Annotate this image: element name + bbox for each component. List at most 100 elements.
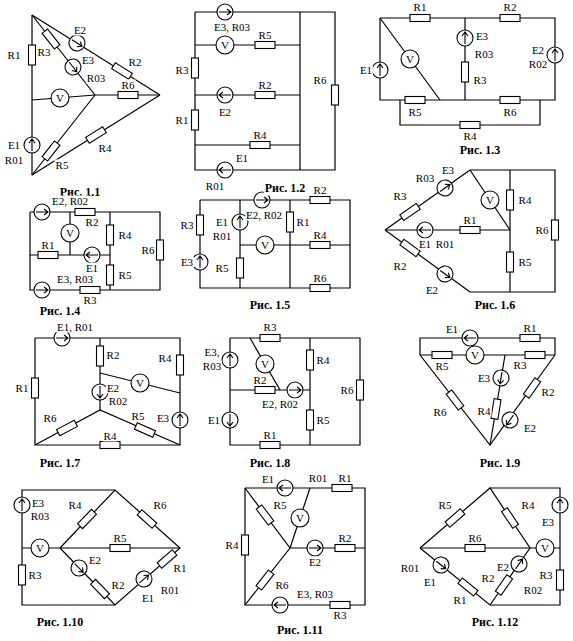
- component-label: R03: [415, 173, 435, 184]
- resistor-symbol: [177, 355, 184, 375]
- resistor-symbol: [242, 535, 249, 555]
- component-label: E3: [156, 413, 170, 424]
- component-label: R4: [68, 500, 83, 511]
- figure-caption: Рис. 1.6: [474, 298, 517, 313]
- resistor-symbol: [557, 570, 564, 590]
- component-label: R3: [28, 570, 43, 581]
- resistor-symbol: [310, 242, 330, 249]
- component-label: R5: [408, 107, 423, 118]
- component-label: R1: [175, 115, 190, 126]
- component-label: R1: [523, 323, 538, 334]
- component-label: R01: [212, 231, 232, 242]
- source-symbol: [217, 87, 233, 103]
- wire: [30, 212, 160, 290]
- resistor-symbol: [507, 190, 514, 210]
- wire: [195, 144, 300, 145]
- component-label: E2: [73, 25, 87, 36]
- resistor-symbol: [134, 423, 155, 438]
- component-label: E3: [81, 55, 95, 66]
- source-symbol: [462, 330, 478, 346]
- wire: [490, 355, 505, 445]
- component-label: R02: [528, 59, 548, 70]
- source-symbol: [552, 497, 568, 513]
- source-symbol: [217, 162, 233, 178]
- component-label: E2, R02: [261, 399, 299, 410]
- voltmeter-symbol: [216, 36, 234, 54]
- component-label: R5: [258, 30, 273, 41]
- component-label: R6: [275, 580, 290, 591]
- meter-label: V: [295, 513, 305, 524]
- component-label: E2: [308, 557, 322, 568]
- resistor-symbol: [86, 127, 107, 144]
- component-label: R3: [37, 47, 52, 58]
- resistor-symbol: [100, 442, 120, 449]
- component-label: R3: [180, 220, 195, 231]
- figure-caption: Рис. 1.7: [39, 456, 82, 471]
- meter-label: V: [65, 228, 75, 239]
- source-arrow: [552, 49, 558, 61]
- voltmeter-symbol: [481, 191, 499, 209]
- source-symbol: [172, 412, 188, 428]
- component-label: E1: [235, 153, 249, 164]
- component-label: R6: [313, 75, 328, 86]
- voltmeter-symbol: [61, 224, 79, 242]
- source-symbol: [457, 30, 473, 46]
- source-arrow: [513, 557, 525, 570]
- component-label: R5: [518, 257, 533, 268]
- source-symbol: [430, 554, 453, 577]
- source-arrow: [309, 545, 321, 551]
- component-label: R01: [4, 155, 24, 166]
- wire: [470, 170, 555, 292]
- component-label: E1: [445, 324, 459, 335]
- component-label: R2: [313, 185, 328, 196]
- source-arrow: [86, 252, 98, 258]
- wire: [35, 410, 180, 445]
- component-label: R5: [113, 533, 128, 544]
- wire: [230, 338, 360, 445]
- component-label: R3: [473, 75, 488, 86]
- source-symbol: [24, 137, 40, 153]
- resistor-symbol: [332, 85, 339, 105]
- resistor-symbol: [458, 578, 478, 596]
- component-label: R2: [258, 80, 273, 91]
- component-label: R5: [215, 263, 230, 274]
- component-label: R6: [433, 407, 448, 418]
- source-arrow: [237, 216, 243, 228]
- source-symbol: [417, 222, 433, 238]
- source-symbol: [84, 247, 100, 263]
- meter-label: V: [260, 359, 270, 370]
- source-symbol: [307, 540, 323, 556]
- component-label: E1: [207, 415, 221, 426]
- component-label: E1: [215, 217, 229, 228]
- component-label: R2: [85, 217, 100, 228]
- component-label: R4: [98, 143, 113, 154]
- component-label: R1: [413, 2, 428, 13]
- component-label: R1: [173, 563, 188, 574]
- component-label: R01: [205, 181, 225, 192]
- resistor-symbol: [137, 510, 157, 529]
- source-symbol: [222, 352, 238, 368]
- component-label: R1: [453, 595, 468, 606]
- source-arrow: [19, 499, 25, 511]
- figure-caption: Рис. 1.2: [264, 181, 307, 196]
- source-arrow: [419, 227, 431, 233]
- component-label: R2: [481, 573, 496, 584]
- resistor-symbol: [91, 579, 110, 598]
- component-label: R5: [435, 361, 450, 372]
- component-label: R4: [158, 353, 173, 364]
- source-arrow: [434, 559, 447, 571]
- component-label: E1: [418, 239, 432, 250]
- figure-caption: Рис. 1.3: [459, 143, 502, 158]
- resistor-symbol: [256, 570, 274, 590]
- source-arrow: [29, 139, 35, 151]
- source-arrow: [497, 372, 505, 385]
- source-symbol: [508, 553, 530, 575]
- meter-label: V: [35, 543, 45, 554]
- component-label: R3: [513, 360, 528, 371]
- component-label: R01: [160, 585, 180, 596]
- component-label: R2: [253, 375, 268, 386]
- voltmeter-symbol: [256, 236, 274, 254]
- figure-caption: Рис. 1.12: [471, 615, 520, 630]
- component-label: R6: [503, 107, 518, 118]
- source-arrow: [227, 414, 233, 426]
